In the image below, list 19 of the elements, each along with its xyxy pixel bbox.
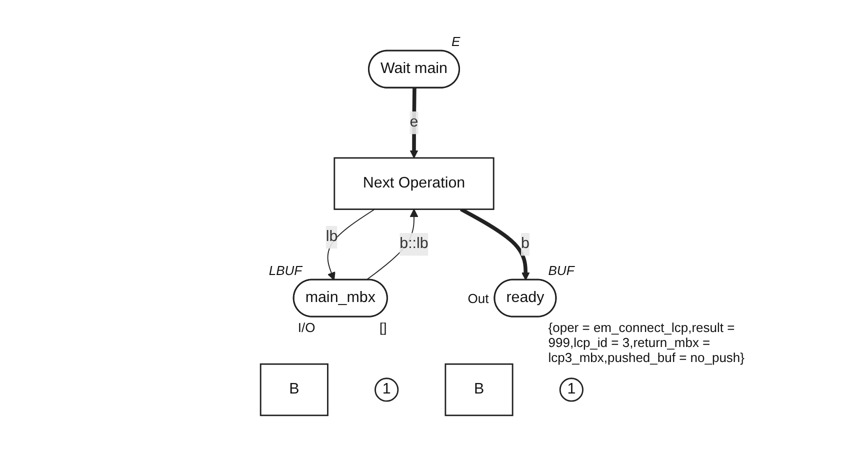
- annotation-text: Out: [468, 290, 489, 306]
- node-circle: 1: [560, 378, 584, 402]
- annotation-text: BUF: [548, 262, 574, 278]
- annotation-text: []: [379, 320, 387, 335]
- annotation-text: LBUF: [268, 262, 302, 278]
- edge-label: lb: [326, 228, 338, 245]
- node-circle: 1: [374, 378, 399, 402]
- annotation-text: {oper = em_connect_lcp,result = 999,lcp_id = 3,return_mbx = lcp3_mbx,pushed_buf = no_push}: [548, 320, 746, 365]
- node-box: B: [445, 363, 514, 416]
- edge-label: e: [410, 114, 419, 130]
- edge-label: b: [521, 236, 530, 252]
- annotation-text: E: [452, 34, 460, 49]
- node-box: B: [260, 363, 329, 416]
- node-box: Next Operation: [334, 157, 495, 210]
- arrow: [328, 208, 376, 280]
- arrow: [460, 208, 530, 280]
- arrow: [410, 88, 418, 158]
- annotation-text: I/O: [298, 320, 316, 335]
- edge-label: b::lb: [400, 236, 429, 252]
